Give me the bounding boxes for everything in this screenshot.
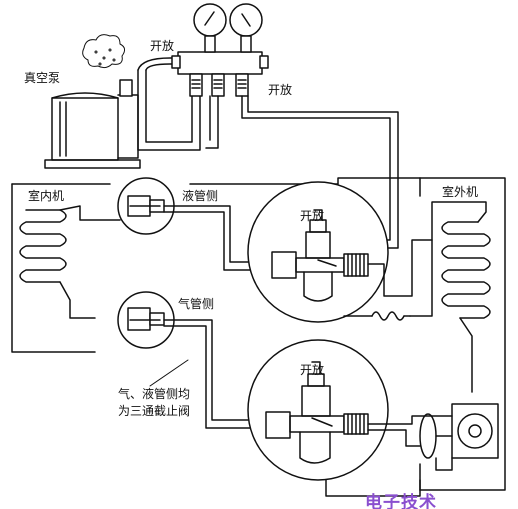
note-line-2: 为三通截止阀 bbox=[118, 404, 191, 418]
upper-valve-magnifier bbox=[247, 181, 389, 323]
vacuum-pump-label: 真空泵 bbox=[24, 71, 61, 85]
vacuum-pump bbox=[44, 79, 141, 169]
compressor bbox=[419, 403, 499, 459]
liquid-side-label: 液管侧 bbox=[182, 189, 219, 203]
lower-valve-magnifier bbox=[247, 339, 389, 481]
liquid-flare-fitting bbox=[117, 177, 175, 235]
indoor-unit-frame bbox=[11, 177, 421, 185]
hose-pump-2 bbox=[145, 69, 193, 143]
manifold-gauge bbox=[171, 3, 269, 97]
open-label-top-left: 开放 bbox=[150, 39, 175, 53]
exhaust-cloud bbox=[82, 34, 126, 69]
open-label-upper-valve: 开放 bbox=[300, 209, 325, 223]
indoor-unit-label: 室内机 bbox=[28, 189, 65, 203]
outdoor-unit-label: 室外机 bbox=[442, 185, 479, 199]
open-label-top-right: 开放 bbox=[268, 83, 293, 97]
note-line-1: 气、液管侧均 bbox=[118, 387, 191, 401]
gas-flare-fitting bbox=[117, 291, 175, 349]
open-label-lower-valve: 开放 bbox=[300, 363, 325, 377]
capillary-coil bbox=[371, 311, 405, 321]
indoor-coil bbox=[19, 209, 67, 283]
gas-pipe bbox=[163, 319, 269, 421]
outdoor-coil bbox=[441, 221, 491, 319]
watermark-logo: 电子技术 bbox=[365, 493, 437, 509]
hose-pump bbox=[137, 69, 201, 151]
outdoor-unit-frame bbox=[419, 177, 506, 491]
gas-side-label: 气管侧 bbox=[178, 297, 215, 311]
